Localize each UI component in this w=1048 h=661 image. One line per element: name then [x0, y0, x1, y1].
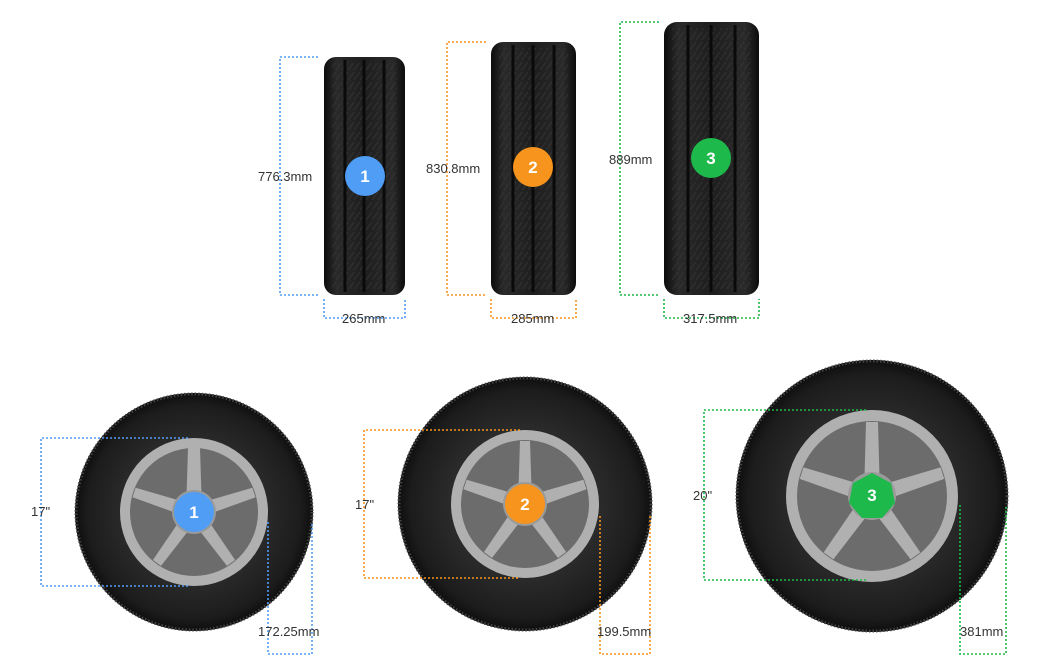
rim-size-label-2: 17"	[355, 497, 374, 512]
tire-number-side-3: 3	[867, 486, 876, 505]
side-view-tire-2: 17" 199.5mm 2	[355, 376, 653, 655]
tire-number-badge-1	[345, 156, 385, 196]
sidewall-dimension-line-2	[599, 516, 651, 655]
sidewall-label-3: 381mm	[960, 624, 1003, 639]
width-dimension-line-3	[663, 299, 760, 319]
sidewall-label-1: 172.25mm	[258, 624, 319, 639]
rim-size-label-1: 17"	[31, 504, 50, 519]
height-dimension-line-2	[446, 41, 486, 296]
height-label-3: 889mm	[609, 152, 652, 167]
height-label-2: 830.8mm	[426, 161, 480, 176]
width-label-3: 317.5mm	[683, 311, 737, 326]
width-dimension-line-2	[490, 299, 577, 319]
tire-number-side-2: 2	[520, 495, 529, 514]
tread-view-tire-1: 776.3mm 265mm 1	[258, 56, 406, 326]
tread-view-tire-2: 830.8mm 285mm 2	[426, 41, 577, 326]
tire-number-1: 1	[360, 167, 369, 186]
rim-size-label-3: 20"	[693, 488, 712, 503]
sidewall-dimension-line-3	[959, 505, 1007, 655]
tire-number-side-1: 1	[189, 503, 198, 522]
side-view-tire-1: 17" 172.25mm 1	[31, 392, 319, 655]
rim-dimension-line-2	[363, 429, 520, 579]
width-label-2: 285mm	[511, 311, 554, 326]
width-label-1: 265mm	[342, 311, 385, 326]
sidewall-label-2: 199.5mm	[597, 624, 651, 639]
height-dimension-line-1	[279, 56, 318, 296]
side-view-tire-3: 20" 381mm 3	[693, 359, 1009, 655]
tire-number-badge-3	[691, 138, 731, 178]
height-label-1: 776.3mm	[258, 169, 312, 184]
rim-dimension-line-3	[703, 409, 866, 581]
tread-view-tire-3: 889mm 317.5mm 3	[609, 21, 760, 326]
tire-number-3: 3	[706, 149, 715, 168]
rim-dimension-line-1	[40, 437, 188, 587]
tire-number-badge-2	[513, 147, 553, 187]
sidewall-dimension-line-1	[267, 522, 313, 655]
width-dimension-line-1	[323, 299, 406, 319]
tire-number-2: 2	[528, 158, 537, 177]
tire-number-badge-side-1	[174, 492, 214, 532]
tire-number-badge-side-2	[505, 484, 545, 524]
tire-number-badge-side-3	[849, 473, 895, 518]
